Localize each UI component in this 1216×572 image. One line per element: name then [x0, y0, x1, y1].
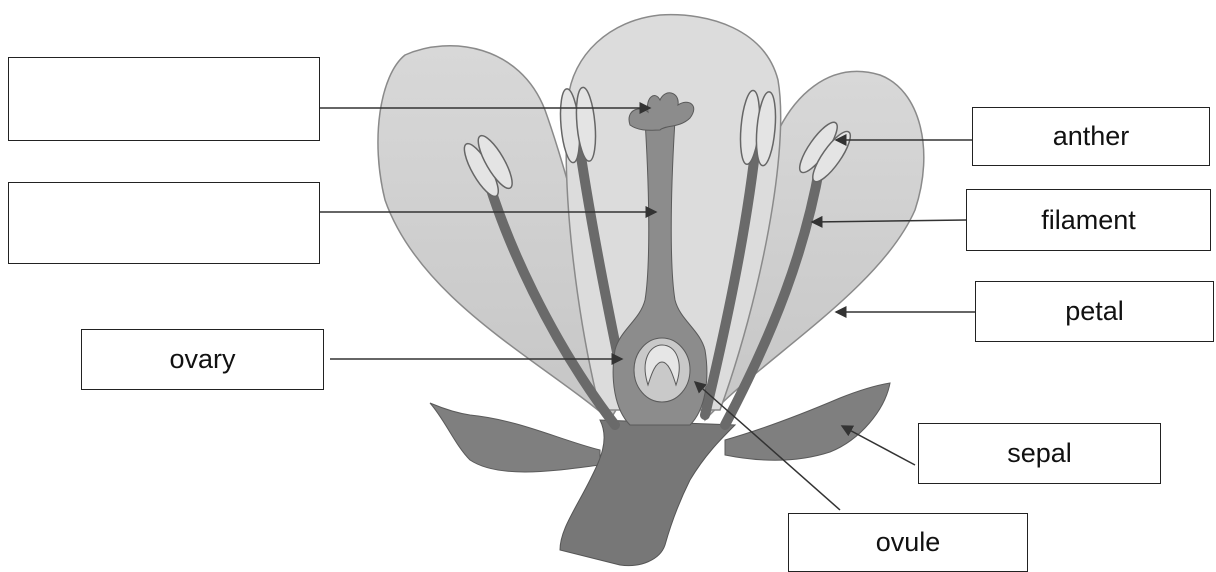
- label-box-ovule: ovule: [788, 513, 1028, 572]
- label-box-blank-1[interactable]: [8, 57, 320, 141]
- label-box-blank-2[interactable]: [8, 182, 320, 264]
- sepal-left: [430, 403, 600, 472]
- label-box-anther: anther: [972, 107, 1210, 166]
- sepal-right: [725, 383, 890, 460]
- label-box-ovary: ovary: [81, 329, 324, 390]
- label-box-sepal: sepal: [918, 423, 1161, 484]
- label-box-filament: filament: [966, 189, 1211, 251]
- pointer-sepal: [842, 426, 915, 465]
- label-box-petal: petal: [975, 281, 1214, 342]
- stem: [560, 420, 735, 566]
